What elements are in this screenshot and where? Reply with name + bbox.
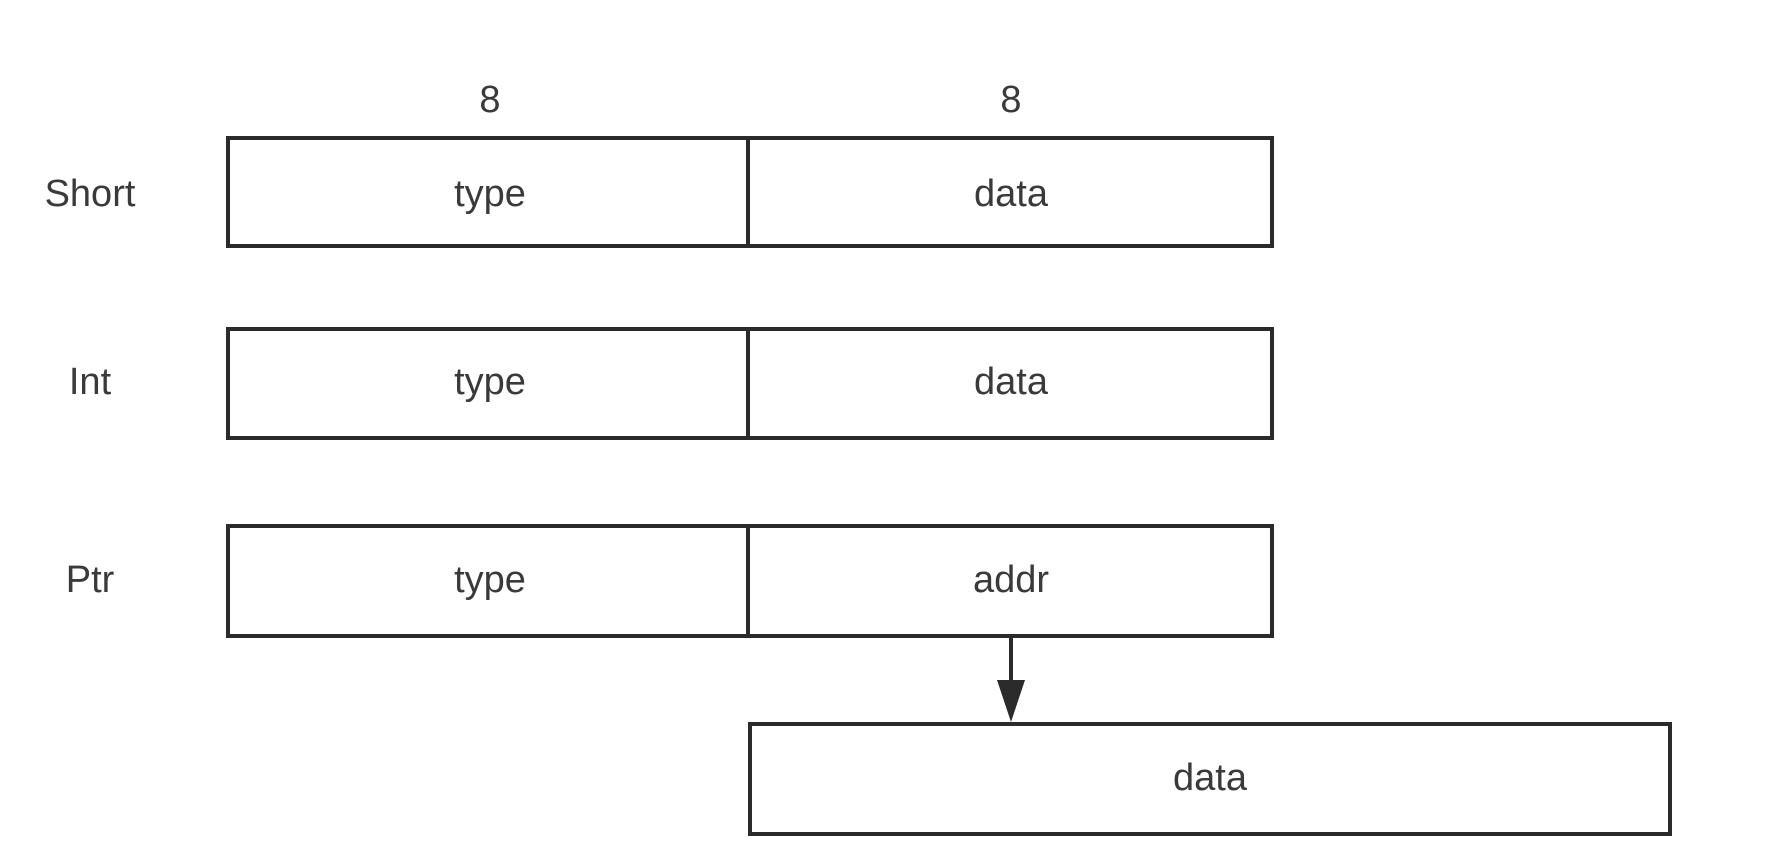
int-data-label: data: [974, 361, 1049, 403]
int-type-label: type: [454, 361, 526, 403]
row-label-int: Int: [69, 361, 112, 403]
short-data-cell: [746, 136, 1274, 248]
arrow-down-icon: [997, 680, 1025, 722]
row-label-short: Short: [45, 173, 136, 215]
row-short: Short type data: [45, 136, 1274, 248]
pointee-data-label: data: [1173, 757, 1248, 799]
ptr-type-label: type: [454, 559, 526, 601]
pointee-block: data: [748, 722, 1672, 836]
int-data-cell: [746, 327, 1274, 440]
short-data-label: data: [974, 173, 1049, 215]
ptr-addr-cell: [746, 524, 1274, 638]
width-label-type: 8: [479, 79, 500, 121]
ptr-addr-label: addr: [973, 559, 1049, 601]
width-label-data: 8: [1000, 79, 1021, 121]
int-type-cell: [226, 327, 750, 440]
pointee-data-cell: [748, 722, 1672, 836]
short-type-label: type: [454, 173, 526, 215]
row-int: Int type data: [69, 327, 1274, 440]
pointer-arrow: [997, 638, 1025, 722]
short-type-cell: [226, 136, 750, 248]
ptr-type-cell: [226, 524, 750, 638]
row-ptr: Ptr type addr: [66, 524, 1274, 638]
row-label-ptr: Ptr: [66, 559, 115, 601]
